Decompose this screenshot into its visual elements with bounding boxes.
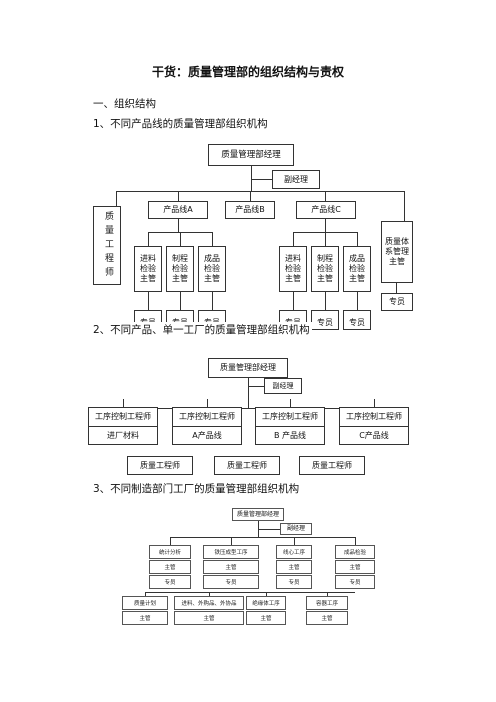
c3-group-2-row-2: 专员 (203, 575, 259, 589)
c2-manager: 质量管理部经理 (208, 358, 288, 378)
c3-group-2-name: 铁压成型工序 (203, 545, 259, 559)
c3-group-3-row-2: 专员 (276, 575, 312, 589)
c1-line-b: 产品线B (225, 201, 275, 219)
page-title: 干货：质量管理部的组织结构与责权 (151, 65, 344, 79)
c3-group-4-row-2: 专员 (335, 575, 375, 589)
section-heading: 一、组织结构 (93, 98, 156, 110)
c1-a-process: 制程检验主管 (166, 246, 194, 292)
c3-group-3-name: 线心工序 (276, 545, 312, 559)
c2-quality-2: 质量工程师 (214, 456, 280, 475)
c1-a-finished: 成品检验主管 (198, 246, 226, 292)
c1-a-incoming: 进料检验主管 (134, 246, 162, 292)
c3-group-1-row-2: 专员 (149, 575, 191, 589)
c3-bottom-3-row: 主管 (246, 611, 286, 625)
subheading-2: 2、不同产品、单一工厂的质量管理部组织机构 (93, 322, 312, 337)
c1-quality-engineer: 质量工程师 (93, 206, 121, 285)
c1-c-spec-2: 专员 (311, 310, 339, 330)
c1-system-manager: 质量体系管理主管 (381, 221, 413, 283)
c2-engineer-4: 工序控制工程师 C产品线 (339, 407, 409, 445)
c3-manager: 质量管理部经理 (232, 508, 284, 521)
c2-engineer-1: 工序控制工程师 进厂材料 (88, 407, 158, 445)
c1-deputy: 副经理 (272, 170, 320, 189)
c1-c-spec-3: 专员 (343, 310, 371, 330)
c3-group-2-row-1: 主管 (203, 560, 259, 574)
subheading-3: 3、不同制造部门工厂的质量管理部组织机构 (93, 483, 300, 495)
c3-bottom-3-name: 绝缘体工序 (246, 596, 286, 610)
c3-bottom-4-name: 容器工序 (306, 596, 348, 610)
c3-deputy: 副经理 (280, 523, 312, 535)
c2-deputy: 副经理 (264, 378, 302, 394)
c2-engineer-2: 工序控制工程师 A产品线 (172, 407, 242, 445)
c3-bottom-1-row: 主管 (122, 611, 168, 625)
c1-manager: 质量管理部经理 (208, 144, 294, 166)
c3-group-4-name: 成品检验 (335, 545, 375, 559)
c3-bottom-2-name: 进料、外购品、外协品 (174, 596, 244, 610)
c1-c-finished: 成品检验主管 (343, 246, 371, 292)
c3-group-3-row-1: 主管 (276, 560, 312, 574)
c2-engineer-3: 工序控制工程师 B 产品线 (255, 407, 325, 445)
c1-c-process: 制程检验主管 (311, 246, 339, 292)
c1-line-c: 产品线C (296, 201, 356, 219)
c3-bottom-4-row: 主管 (306, 611, 348, 625)
c3-group-1-name: 统计分析 (149, 545, 191, 559)
c2-quality-3: 质量工程师 (299, 456, 365, 475)
c2-quality-1: 质量工程师 (127, 456, 193, 475)
c3-group-4-row-1: 主管 (335, 560, 375, 574)
c1-system-specialist: 专员 (381, 293, 413, 311)
c3-bottom-2-row: 主管 (174, 611, 244, 625)
c3-group-1-row-1: 主管 (149, 560, 191, 574)
c3-bottom-1-name: 质量计划 (122, 596, 168, 610)
c1-c-incoming: 进料检验主管 (279, 246, 307, 292)
subheading-1: 1、不同产品线的质量管理部组织机构 (93, 118, 268, 130)
c1-line-a: 产品线A (148, 201, 208, 219)
